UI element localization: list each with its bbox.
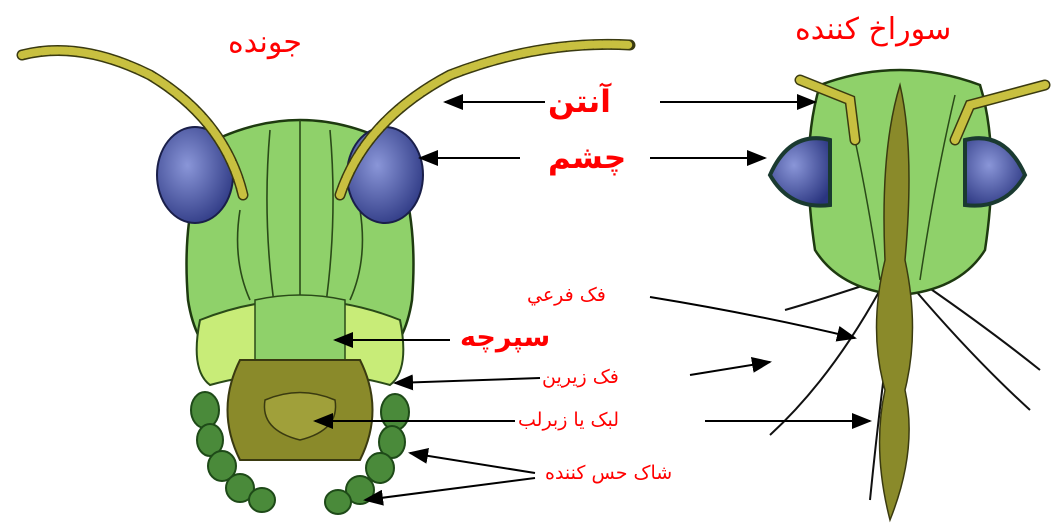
eye-left-piercing: [770, 138, 830, 205]
label-palps: شاک حس کننده: [545, 462, 672, 484]
title-chewing: جونده: [228, 25, 302, 60]
label-mandible: فک زیرین: [542, 366, 619, 388]
label-maxilla: فک فرعي: [527, 284, 606, 306]
chewing-insect-head: [22, 44, 630, 514]
title-piercing: سوراخ کننده: [795, 12, 951, 47]
label-eye: چشم: [548, 140, 626, 176]
label-labrum: سپرچه: [460, 322, 550, 353]
label-labium: لبک یا زبرلب: [518, 409, 619, 431]
eye-right: [347, 127, 423, 223]
eye-right-piercing: [965, 138, 1025, 205]
label-antenna: آنتن: [548, 84, 611, 120]
piercing-insect-head: [770, 70, 1045, 520]
